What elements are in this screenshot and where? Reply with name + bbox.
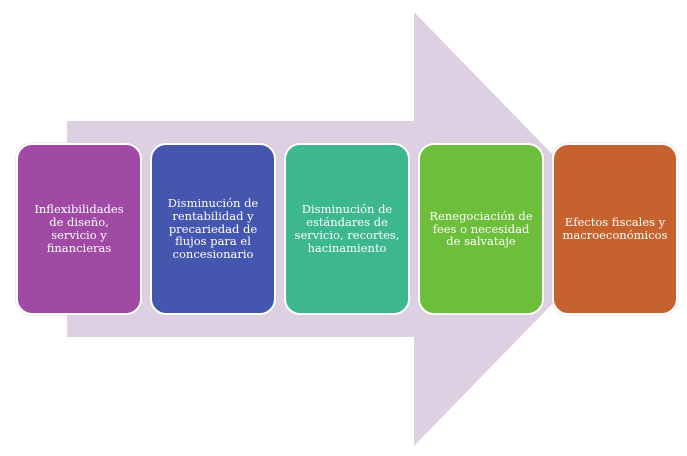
step-label-5: Efectos fiscales y macroeconómicos (562, 215, 668, 242)
step-label-1: Inflexibilidades de diseño, servicio y f… (34, 202, 124, 255)
step-box-3: Disminución de estándares de servicio, r… (284, 143, 410, 315)
step-box-1: Inflexibilidades de diseño, servicio y f… (16, 143, 142, 315)
step-label-3: Disminución de estándares de servicio, r… (294, 202, 400, 255)
step-label-4: Renegociación de fees o necesidad de sal… (429, 208, 533, 249)
step-box-2: Disminución de rentabilidad y precarieda… (150, 143, 276, 315)
step-label-2: Disminución de rentabilidad y precarieda… (167, 195, 259, 262)
step-box-5: Efectos fiscales y macroeconómicos (552, 143, 678, 315)
step-box-4: Renegociación de fees o necesidad de sal… (418, 143, 544, 315)
